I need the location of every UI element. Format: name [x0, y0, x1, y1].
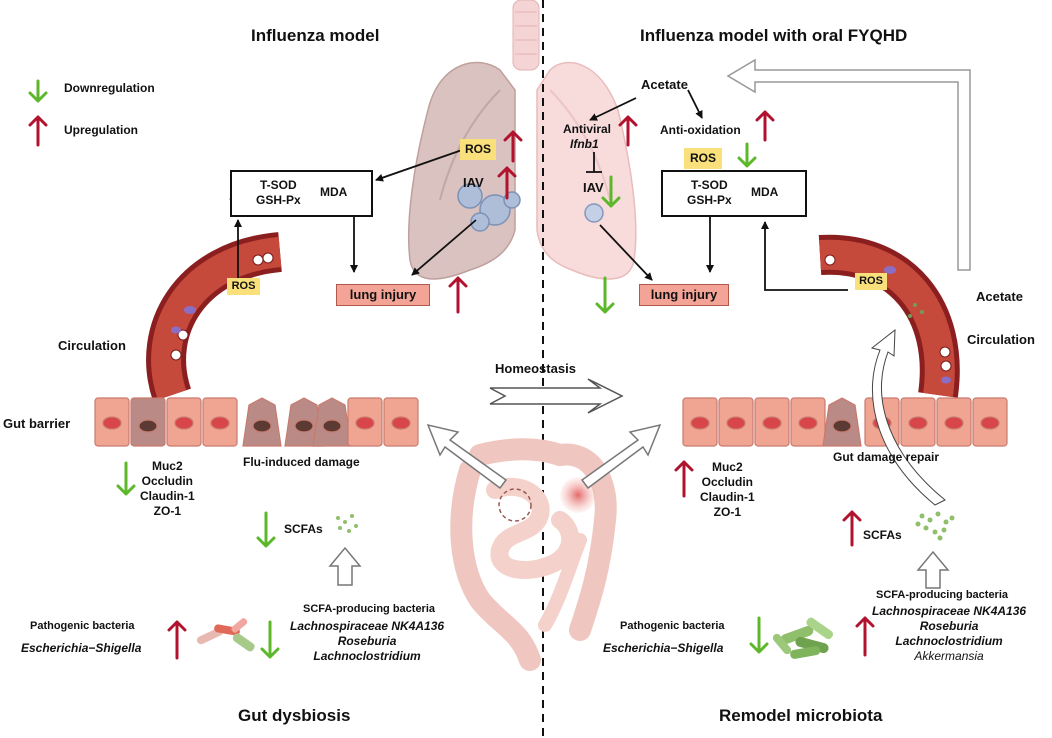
- regulation-arrows: [28, 79, 875, 660]
- right-protein-occludin: Occludin: [701, 475, 753, 489]
- left-species-lachnoclostridium: Lachnoclostridium: [313, 649, 421, 663]
- left-protein-zo1: ZO-1: [153, 504, 181, 518]
- left-gut-epithelium: [94, 397, 419, 447]
- left-marker-tsod: T-SOD: [260, 178, 297, 192]
- right-gut-epithelium: [682, 397, 1008, 447]
- homeostasis-hollow-arrow: [489, 378, 624, 414]
- gut-barrier-label: Gut barrier: [3, 416, 71, 431]
- black-arrows: [234, 89, 848, 292]
- right-species-lachnoclostridium: Lachnoclostridium: [895, 634, 1003, 648]
- right-scfa-dots: [915, 511, 955, 541]
- anti-oxidation-label: Anti-oxidation: [660, 123, 741, 137]
- right-scfa-bacteria-label: SCFA-producing bacteria: [876, 589, 1009, 601]
- right-title: Influenza model with oral FYQHD: [640, 26, 908, 45]
- left-species-lachnospiraceae: Lachnospiraceae NK4A136: [290, 619, 445, 633]
- acetate-feedback-hollow-arrow: [726, 58, 971, 271]
- right-species-lachnospiraceae: Lachnospiraceae NK4A136: [872, 604, 1027, 618]
- left-blood-vessel: [146, 232, 283, 402]
- right-antioxidant-markers: T-SOD GSH-Px: [687, 178, 732, 208]
- right-repair-curved-arrow: [870, 328, 946, 506]
- right-scfas-label: SCFAs: [863, 528, 902, 542]
- homeostasis-label: Homeostasis: [495, 361, 576, 376]
- right-oxidative-box: T-SOD GSH-Px MDA: [661, 170, 807, 217]
- left-bacteria-icon: [196, 618, 255, 652]
- left-marker-gshpx: GSH-Px: [256, 193, 301, 207]
- left-title: Influenza model: [251, 26, 380, 45]
- right-pathogenic-species: Escherichia−Shigella: [603, 641, 724, 655]
- left-antioxidant-markers: T-SOD GSH-Px: [256, 178, 301, 208]
- right-lung-injury: lung injury: [639, 284, 729, 306]
- left-pathogenic-species: Escherichia−Shigella: [21, 641, 142, 655]
- right-tight-junction-proteins: Muc2 Occludin Claudin-1 ZO-1: [700, 460, 755, 520]
- right-protein-claudin: Claudin-1: [700, 490, 755, 504]
- right-protein-muc2: Muc2: [711, 460, 743, 474]
- right-species-roseburia: Roseburia: [919, 619, 979, 633]
- right-scfa-up-hollow-arrow: [916, 550, 950, 589]
- left-iav-label: IAV: [463, 175, 484, 190]
- ifnb1-label: Ifnb1: [570, 137, 599, 151]
- left-scfas-label: SCFAs: [284, 522, 323, 536]
- left-vessel-ros-label: ROS: [227, 278, 260, 295]
- right-mda-label: MDA: [751, 185, 779, 199]
- right-pathogenic-label: Pathogenic bacteria: [620, 620, 725, 632]
- left-protein-occludin: Occludin: [141, 474, 193, 488]
- gut-repair-label: Gut damage repair: [833, 450, 940, 464]
- left-mda-label: MDA: [320, 185, 348, 199]
- virus-single-icon: [584, 203, 604, 223]
- intestine: [450, 438, 617, 671]
- left-tight-junction-proteins: Muc2 Occludin Claudin-1 ZO-1: [140, 459, 195, 519]
- legend-upregulation: Upregulation: [64, 123, 138, 137]
- right-acetate-side: Acetate: [976, 289, 1023, 304]
- right-scfa-species: Lachnospiraceae NK4A136 Roseburia Lachno…: [872, 604, 1026, 664]
- left-scfa-up-hollow-arrow: [328, 546, 362, 586]
- left-species-roseburia: Roseburia: [337, 634, 397, 648]
- inhibition-bar: [586, 152, 602, 173]
- left-scfa-species: Lachnospiraceae NK4A136 Roseburia Lachno…: [290, 619, 444, 664]
- left-scfa-bacteria-label: SCFA-producing bacteria: [303, 603, 436, 615]
- virus-cluster-icon: [457, 183, 521, 232]
- right-circulation-label: Circulation: [967, 332, 1035, 347]
- trachea: [512, 0, 540, 71]
- right-marker-gshpx: GSH-Px: [687, 193, 732, 207]
- left-scfa-dots: [336, 514, 358, 533]
- right-vessel-ros-label: ROS: [855, 273, 887, 290]
- left-oxidative-box: T-SOD GSH-Px MDA: [230, 170, 373, 217]
- left-gut-hollow-arrow: [426, 423, 508, 490]
- bottom-left-title: Gut dysbiosis: [238, 706, 351, 725]
- right-marker-tsod: T-SOD: [691, 178, 728, 192]
- legend-downregulation: Downregulation: [64, 81, 155, 95]
- right-blood-vessel: [818, 234, 960, 398]
- left-protein-muc2: Muc2: [151, 459, 183, 473]
- right-ros-label: ROS: [684, 148, 722, 169]
- bottom-right-title: Remodel microbiota: [719, 706, 883, 725]
- right-species-akkermansia: Akkermansia: [914, 649, 984, 663]
- left-pathogenic-label: Pathogenic bacteria: [30, 620, 135, 632]
- left-gut-focus: [498, 488, 532, 522]
- left-circulation-label: Circulation: [58, 338, 126, 353]
- right-protein-zo1: ZO-1: [713, 505, 741, 519]
- left-protein-claudin: Claudin-1: [140, 489, 195, 503]
- right-lung: [536, 61, 637, 280]
- flu-damage-label: Flu-induced damage: [243, 455, 360, 469]
- left-ros-label: ROS: [460, 139, 496, 160]
- left-lung-injury: lung injury: [336, 284, 430, 306]
- right-bacteria-icon: [772, 617, 834, 659]
- left-lung: [407, 61, 516, 280]
- right-iav-label: IAV: [583, 180, 604, 195]
- antiviral-label: Antiviral: [563, 122, 612, 136]
- right-acetate-top: Acetate: [641, 77, 688, 92]
- right-gut-hollow-arrow: [580, 423, 662, 490]
